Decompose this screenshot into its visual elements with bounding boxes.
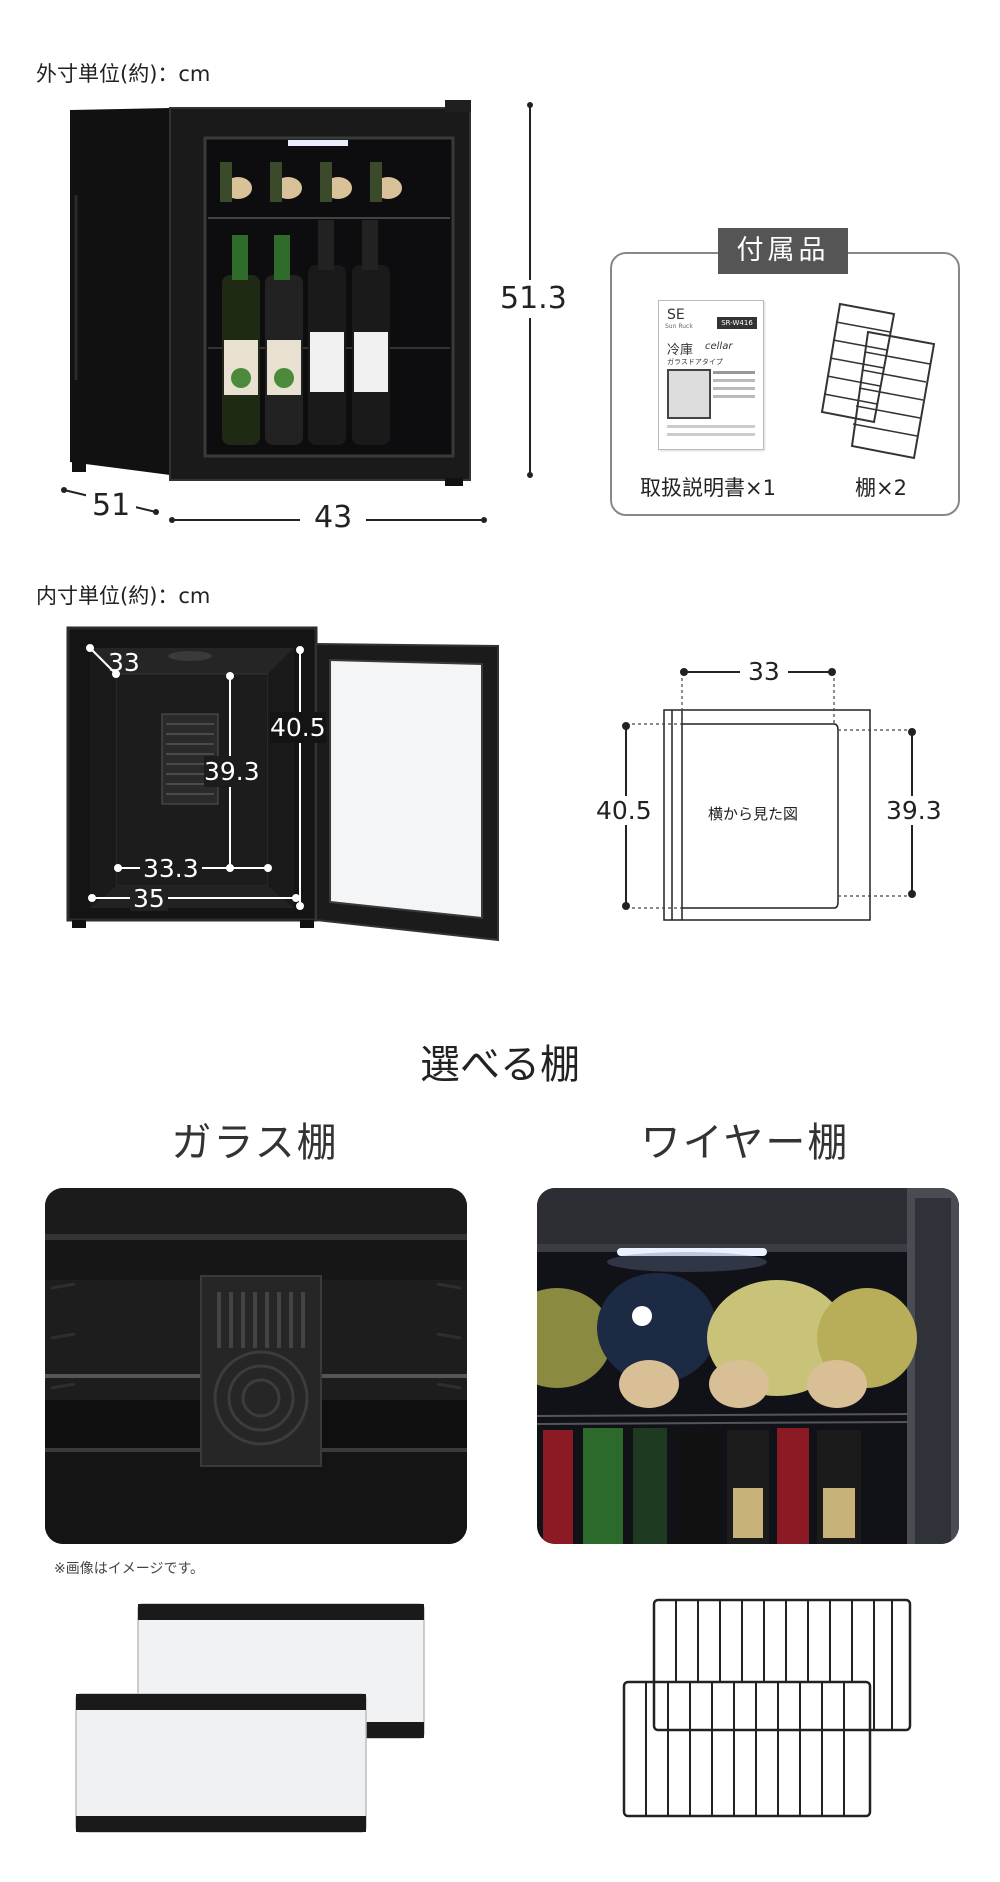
wire-shelf-label: ワイヤー棚 bbox=[640, 1120, 850, 1166]
wire-shelf-icon bbox=[820, 302, 936, 460]
shelves-heading: 選べる棚 bbox=[420, 1042, 580, 1088]
glass-shelf-photo bbox=[45, 1188, 467, 1544]
inner-back-width-value: 33.3 bbox=[140, 856, 202, 881]
fridge-front-image bbox=[70, 100, 471, 486]
inner-diag-value: 33 bbox=[108, 648, 140, 677]
side-view-caption: 横から見た図 bbox=[708, 805, 799, 823]
inner-width-value: 35 bbox=[130, 886, 168, 911]
inner-dimensions-label: 内寸単位(約)：cm bbox=[36, 584, 211, 608]
glass-shelf-label: ガラス棚 bbox=[171, 1120, 339, 1166]
image-note: ※画像はイメージです。 bbox=[54, 1561, 205, 1577]
inner-back-height-value: 39.3 bbox=[204, 756, 260, 787]
outer-height-value: 51.3 bbox=[500, 280, 567, 318]
accessory-label-manual: 取扱説明書×1 bbox=[640, 476, 776, 500]
outer-dimensions-label: 外寸単位(約)：cm bbox=[36, 62, 211, 86]
manual-icon: SE Sun Ruck SR-W416 冷庫 cellar ガラスドアタイプ bbox=[658, 300, 764, 450]
accessory-label-shelf: 棚×2 bbox=[855, 476, 907, 500]
side-view-diagram bbox=[622, 668, 916, 921]
manual-brand-sub: Sun Ruck bbox=[665, 323, 693, 330]
wire-shelf-product-icon bbox=[622, 1598, 912, 1818]
manual-subtitle: ガラスドアタイプ bbox=[667, 358, 723, 366]
accessories-title: 付属品 bbox=[718, 228, 848, 274]
manual-model: SR-W416 bbox=[717, 317, 757, 329]
glass-shelf-product-icon bbox=[75, 1603, 425, 1833]
manual-title-a: 冷庫 bbox=[667, 343, 694, 358]
outer-depth-value: 51 bbox=[86, 491, 137, 521]
outer-width-value: 43 bbox=[300, 503, 367, 533]
side-view-left-value: 40.5 bbox=[596, 796, 652, 825]
side-view-right-value: 39.3 bbox=[886, 796, 942, 825]
manual-brand: SE bbox=[667, 307, 685, 323]
side-view-top-value: 33 bbox=[740, 659, 788, 684]
manual-title-b: cellar bbox=[705, 341, 733, 352]
wire-shelf-photo bbox=[537, 1188, 959, 1544]
inner-height-value: 40.5 bbox=[270, 712, 326, 743]
